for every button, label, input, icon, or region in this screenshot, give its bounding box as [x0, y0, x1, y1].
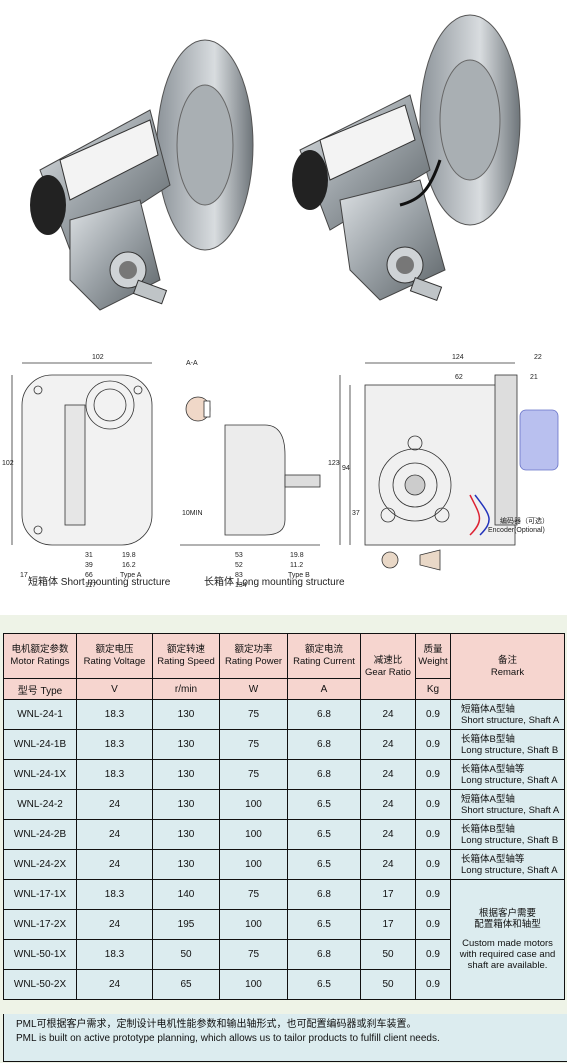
- encoder-label-cn: 编码器（可选）: [500, 516, 549, 525]
- dim-22: 22: [534, 354, 542, 361]
- short-housing-outline: [21, 374, 153, 546]
- unit-power: W: [219, 678, 288, 700]
- short-dim-2: 39: [85, 562, 93, 569]
- short-dim-1: 31: [85, 552, 93, 559]
- short-dim-7: 16.2: [122, 562, 136, 569]
- footer-en: PML is built on active prototype plannin…: [16, 1033, 440, 1044]
- long-structure-caption: 长箱体 Long mounting structure: [204, 577, 345, 588]
- technical-drawings: 102 102 A-A 124 22 62 21 123 94 37 10MIN…: [0, 345, 567, 615]
- dim-62: 62: [455, 374, 463, 381]
- dim-123: 123: [328, 460, 340, 467]
- long-dim-6: 11.2: [290, 562, 303, 569]
- short-structure-caption: 短箱体 Short mounting structure: [28, 577, 171, 588]
- short-dim-3: 66: [85, 572, 93, 579]
- unit-type: 型号 Type: [3, 678, 77, 700]
- dim-94: 94: [342, 465, 350, 472]
- dimension-drawings: 102 102 A-A 124 22 62 21 123 94 37 10MIN…: [2, 354, 559, 589]
- long-dim-3: 83: [235, 572, 243, 579]
- unit-voltage: V: [76, 678, 153, 700]
- footer-note: PML可根据客户需求，定制设计电机性能参数和输出轴形式，也可配置编码器或刹车装置…: [3, 1014, 567, 1062]
- unit-speed: r/min: [152, 678, 220, 700]
- motor-photo-right: [292, 14, 521, 302]
- short-dim-6: 19.8: [122, 552, 136, 559]
- dim-min: 10MIN: [182, 510, 203, 517]
- motor-photos-illustration: [30, 14, 521, 311]
- short-dim-5: 17: [20, 572, 28, 579]
- section-label: A-A: [186, 360, 198, 367]
- short-bore-circle: [93, 388, 127, 422]
- footer-cn: PML可根据客户需求，定制设计电机性能参数和输出轴形式，也可配置编码器或刹车装置…: [16, 1019, 417, 1030]
- dim-102-top: 102: [92, 354, 104, 361]
- long-dim-1: 53: [235, 552, 243, 559]
- dim-124: 124: [452, 354, 464, 361]
- short-dim-8: Type A: [120, 572, 142, 579]
- unit-current: A: [287, 678, 361, 700]
- product-photos: [0, 0, 567, 345]
- dim-102-side: 102: [2, 460, 14, 467]
- motor-photo-left: [30, 39, 254, 311]
- unit-weight: Kg: [415, 678, 451, 700]
- long-dim-7: Type B: [288, 572, 310, 579]
- encoder-label-en: Encoder(Optional): [488, 527, 545, 534]
- dim-21: 21: [530, 374, 538, 381]
- long-dim-4: 134: [235, 582, 247, 589]
- short-dim-4: 117: [85, 582, 96, 589]
- dim-37: 37: [352, 510, 360, 517]
- custom-remark: 根据客户需要 配置箱体和轴型 Custom made motors with r…: [450, 879, 565, 1000]
- long-dim-2: 52: [235, 562, 243, 569]
- long-dim-5: 19.8: [290, 552, 304, 559]
